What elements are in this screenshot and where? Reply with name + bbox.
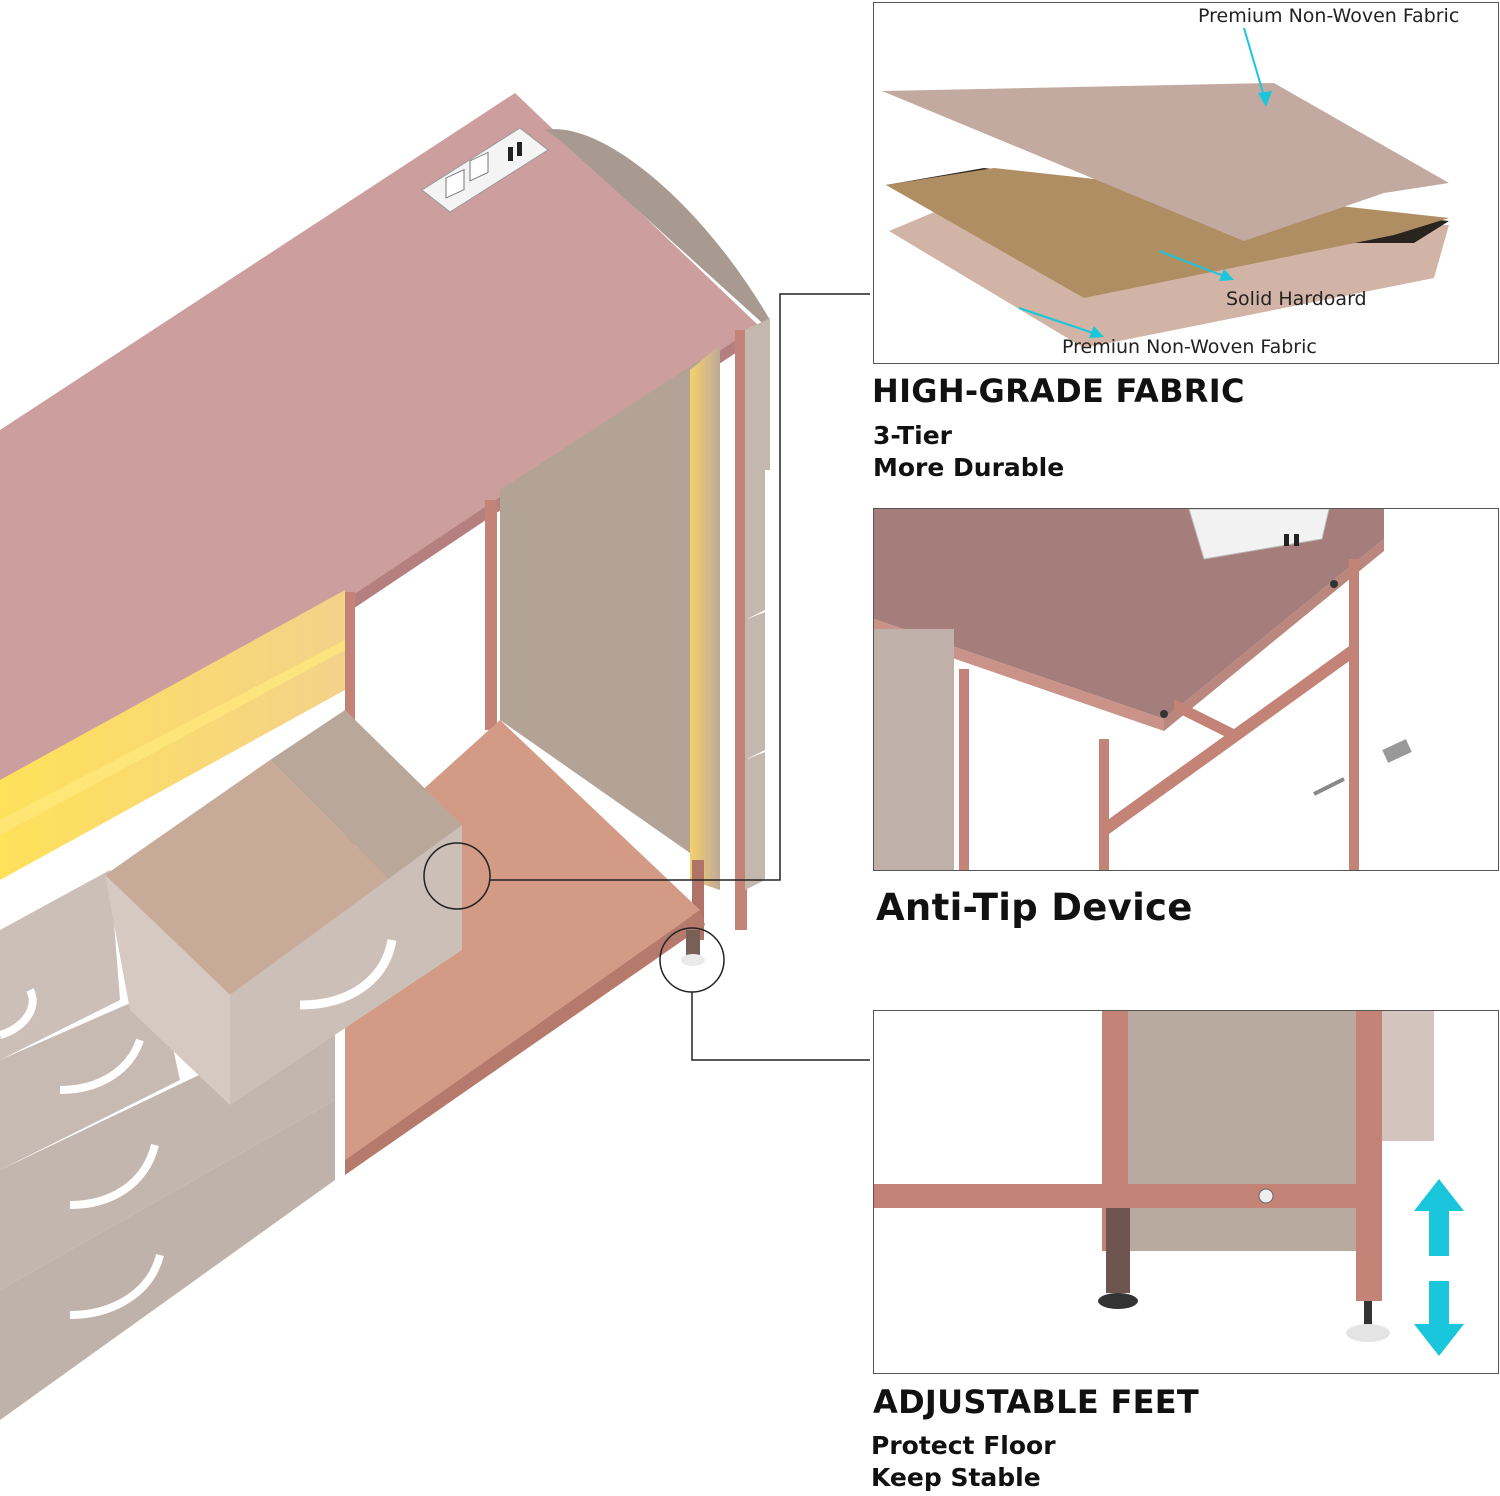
dresser-foot	[681, 930, 705, 966]
dresser-top	[0, 93, 758, 830]
open-drawer	[105, 710, 462, 1105]
callout-line-antitip	[490, 293, 870, 881]
fabric-layers-panel: Premium Non-Woven Fabric Solid Hardoard …	[873, 2, 1499, 364]
fabric-title: HIGH-GRADE FABRIC	[872, 372, 1245, 410]
bottom-shelf-edge	[345, 910, 705, 1175]
fabric-line-2: More Durable	[873, 453, 1065, 482]
down-arrow	[1414, 1281, 1464, 1356]
side-drawers	[745, 318, 770, 890]
power-strip-icon	[421, 127, 549, 213]
led-strip	[0, 640, 345, 835]
fabric-layers-illustration	[882, 83, 1449, 348]
fabric-line-1: 3-Tier	[873, 421, 953, 450]
callout-circle-antitip	[423, 842, 491, 910]
anti-tip-title: Anti-Tip Device	[876, 886, 1193, 929]
anti-tip-panel	[873, 508, 1499, 871]
frame-post-right	[735, 330, 747, 930]
layer-label-top: Premium Non-Woven Fabric	[1198, 5, 1460, 27]
callout-line-feet	[691, 992, 870, 1061]
layer-label-middle: Solid Hardoard	[1226, 288, 1367, 310]
up-arrow	[1414, 1179, 1464, 1256]
layer-label-bottom: Premiun Non-Woven Fabric	[1062, 336, 1317, 358]
adjustable-feet-panel	[873, 1010, 1499, 1374]
right-led-edge	[690, 345, 720, 890]
pointer-arrows	[1018, 27, 1272, 338]
dresser-illustration	[0, 93, 870, 1420]
anti-tip-illustration	[874, 509, 1412, 870]
feet-line-2: Keep Stable	[871, 1463, 1041, 1492]
adjustable-feet-illustration	[874, 1011, 1464, 1356]
feet-title: ADJUSTABLE FEET	[873, 1383, 1200, 1421]
feet-line-1: Protect Floor	[871, 1431, 1056, 1460]
frame-post-mid	[485, 500, 497, 730]
right-inner-panel	[500, 360, 700, 860]
